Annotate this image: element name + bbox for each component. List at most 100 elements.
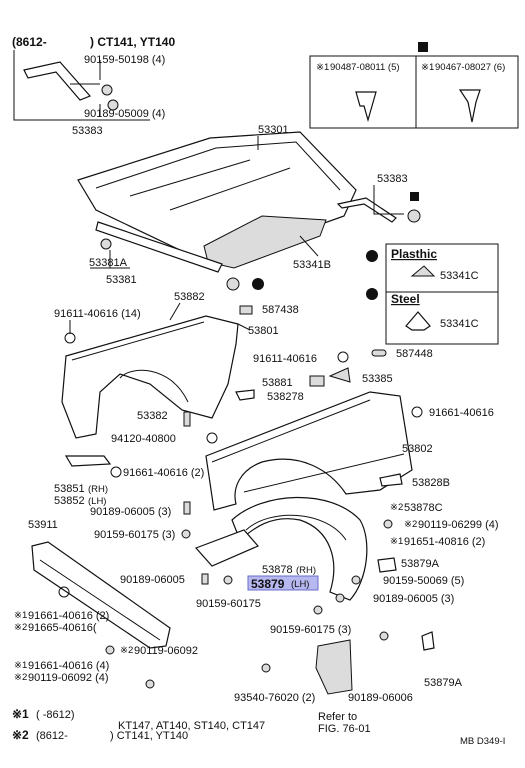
steel-clip-icon — [405, 311, 431, 331]
label-53882: 53882 — [174, 291, 205, 303]
label-53879A-lower: 53879A — [424, 677, 463, 689]
label-53878C: 53878C — [404, 502, 443, 514]
label-90189-06005-3-right: 90189-06005 (3) — [373, 593, 454, 605]
half-circle-mark-icon — [366, 288, 378, 300]
footnote-1-models: KT147, AT140, ST140, CT147 — [118, 720, 265, 732]
clip-box — [309, 55, 519, 129]
footnote-2-range: (8612- — [36, 730, 68, 742]
half-circle-mark-icon — [366, 250, 378, 262]
bolt-b-icon — [411, 406, 423, 418]
clip-icon — [107, 99, 119, 111]
label-91661-40616-4: 91661-40616 (4) — [28, 660, 109, 672]
label-53381A: 53381A — [89, 257, 128, 269]
bolt-icon — [145, 679, 155, 689]
label-587438: 587438 — [262, 304, 299, 316]
label-53851: 53851 — [54, 483, 85, 495]
label-90159-60175-3-right: 90159-60175 (3) — [270, 624, 351, 636]
screw-icon — [183, 501, 191, 515]
half-circle-mark-icon — [252, 278, 264, 290]
clip-icon — [383, 519, 393, 529]
label-90189-06005: 90189-06005 — [120, 574, 185, 586]
label-90119-06092: 90119-06092 — [134, 645, 198, 657]
clip-icon — [379, 631, 389, 641]
clip-icon — [181, 529, 191, 539]
clip-box-right-label: 90467-08027 (6) — [435, 62, 505, 73]
bolt-b-icon — [58, 586, 70, 598]
callout-90159-50198: 90159-50198 (4) — [84, 54, 165, 66]
clip-icon — [371, 349, 387, 357]
mudguard-clip-icon — [421, 631, 435, 651]
footnote-1-mark: ※1 — [12, 707, 29, 721]
label-91611-40616-14: 91611-40616 (14) — [54, 308, 141, 320]
cover-icon — [328, 367, 351, 383]
label-538278: 538278 — [267, 391, 304, 403]
header-bracket — [13, 50, 150, 121]
steel-part-label: 53341C — [440, 318, 479, 330]
clip-icon — [335, 593, 345, 603]
footnote-1-range: ( -8612) — [36, 709, 75, 721]
label-53301: 53301 — [258, 124, 289, 136]
label-53879A-right: 53879A — [401, 558, 440, 570]
label-53381: 53381 — [106, 274, 137, 286]
stopper-icon — [235, 389, 255, 401]
header-range: (8612- — [12, 35, 47, 49]
mark-53878C: ※2 — [390, 502, 403, 513]
liner-front — [194, 529, 259, 567]
clip-icon — [101, 84, 113, 96]
push-clip-icon — [458, 89, 481, 123]
fender-right — [205, 391, 413, 511]
plastic-heading: Plasthic — [391, 247, 437, 261]
diamond-mark-icon — [410, 192, 419, 201]
label-93540-76020: 93540-76020 (2) — [234, 692, 315, 704]
label-587448: 587448 — [396, 348, 433, 360]
label-91661-40616-2: 91661-40616 (2) — [123, 467, 204, 479]
seal-strip-top — [23, 61, 92, 101]
label-53382: 53382 — [137, 410, 168, 422]
bolt-b-icon — [337, 351, 349, 363]
plastic-clip-icon — [410, 265, 436, 277]
clip-icon — [100, 238, 112, 250]
mark-90119-06092: ※2 — [120, 645, 133, 656]
bolt-b-icon — [110, 466, 122, 478]
label-90189-06006: 90189-06006 — [348, 692, 413, 704]
label-53879: 53879 — [251, 577, 285, 591]
label-91651-40816: 91651-40816 (2) — [404, 536, 485, 548]
clip-box-mark-right: ※1 — [421, 62, 434, 73]
label-91611-40616: 91611-40616 — [253, 353, 317, 365]
callout-90189-05009: 90189-05009 (4) — [84, 108, 165, 120]
footnote-2-mark: ※2 — [12, 728, 29, 742]
label-53852-lh: (LH) — [88, 496, 106, 507]
refer-fig-label: FIG. 76-01 — [318, 723, 371, 735]
bolt-b-icon — [64, 332, 76, 344]
label-53341B: 53341B — [293, 259, 331, 271]
push-clip-icon — [355, 91, 377, 123]
fender-left — [61, 315, 239, 439]
callout-53383: 53383 — [72, 125, 103, 137]
label-94120-40800: 94120-40800 — [111, 433, 176, 445]
fender-liner — [231, 496, 368, 601]
refer-to-label: Refer to — [318, 711, 357, 723]
material-box — [385, 243, 499, 345]
clip-icon — [351, 575, 361, 585]
clip-box-left-label: 90487-08011 (5) — [330, 62, 400, 73]
mark-91651-40816: ※1 — [390, 536, 403, 547]
label-91661-40616-right: 91661-40616 — [429, 407, 494, 419]
label-53878: 53878 — [262, 564, 293, 576]
label-53801: 53801 — [248, 325, 279, 337]
label-90119-06092-4: 90119-06092 (4) — [28, 672, 109, 684]
label-53879-lh: (LH) — [291, 579, 309, 590]
label-53385: 53385 — [362, 373, 393, 385]
plastic-part-label: 53341C — [440, 270, 479, 282]
label-90189-06005-3: 90189-06005 (3) — [90, 506, 171, 518]
label-91665-40616: 91665-40616( — [28, 622, 97, 634]
mark-91661-40616-2: ※1 — [14, 610, 27, 621]
bracket-icon — [239, 305, 253, 315]
hood-seal — [95, 221, 223, 273]
label-90119-06299: 90119-06299 (4) — [418, 519, 499, 531]
bracket-icon — [377, 557, 397, 573]
nut-n-icon — [206, 432, 218, 444]
lower-panel — [31, 541, 171, 649]
mudguard — [315, 639, 353, 695]
clip-box-mark-left: ※1 — [316, 62, 329, 73]
